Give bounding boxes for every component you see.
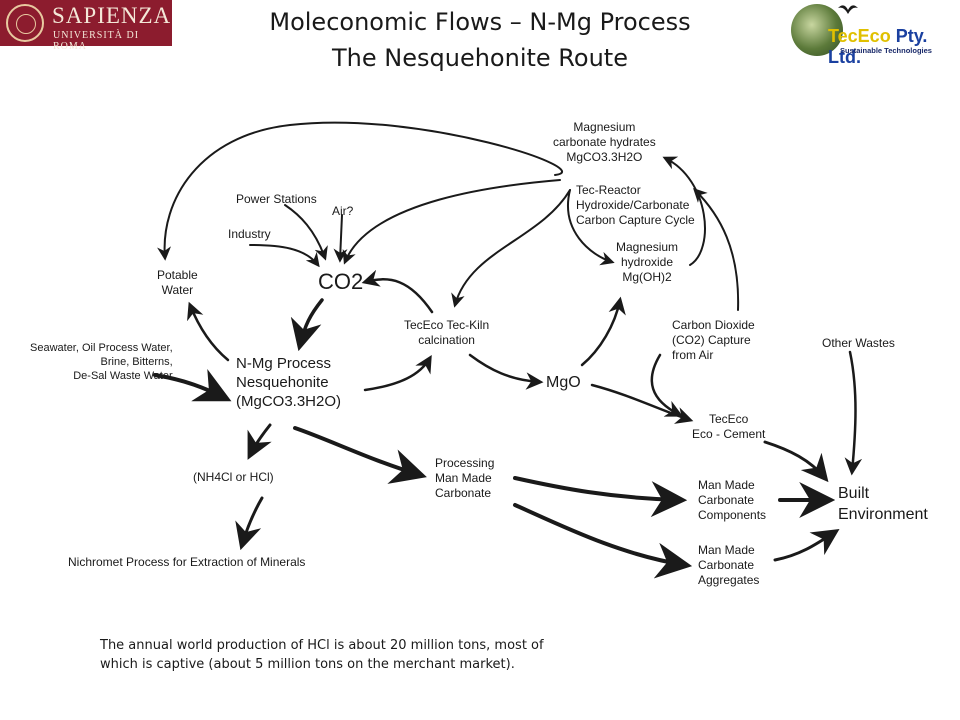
node-label: hydroxide	[621, 255, 674, 269]
node-label: Man Made	[435, 471, 492, 485]
arrow-nmg-to-processing	[293, 426, 427, 484]
node-label: Brine, Bitterns,	[100, 355, 173, 368]
node-label: Water	[161, 283, 194, 297]
node-label: TecEco Tec-Kiln	[404, 318, 490, 332]
arrow-processing-to-aggregates	[513, 503, 693, 579]
node-label: calcination	[418, 333, 475, 347]
node-eco-cement: TecEco Eco - Cement	[692, 412, 765, 442]
node-label: Carbonate	[698, 493, 755, 507]
sapienza-logo-name: SAPIENZA	[52, 3, 172, 28]
arrow-mgo-to-cement	[590, 383, 694, 424]
node-label: Magnesium	[616, 240, 679, 254]
node-tec-kiln: TecEco Tec-Kiln calcination	[404, 318, 489, 348]
node-nmg-process: N-Mg Process Nesquehonite (MgCO3.3H2O)	[236, 355, 341, 411]
arrow-mgo-to-hydroxide	[580, 296, 626, 367]
bird-icon	[838, 5, 858, 14]
node-label: Eco - Cement	[692, 427, 766, 441]
node-label: Carbonate	[698, 558, 755, 572]
node-co2-capture: Carbon Dioxide (CO2) Capture from Air	[672, 318, 755, 363]
node-label: Environment	[838, 505, 928, 523]
node-label: Potable	[157, 268, 198, 282]
node-label: Tec-Reactor	[576, 183, 641, 197]
arrow-nh4cl-to-nichromet	[235, 496, 264, 551]
arrow-reactor-to-hydroxide	[567, 189, 615, 266]
node-nh4cl-hcl: (NH4Cl or HCl)	[193, 470, 274, 484]
node-processing: Processing Man Made Carbonate	[435, 456, 494, 501]
node-co2: CO2	[318, 269, 364, 294]
node-carbonate-components: Man Made Carbonate Components	[698, 478, 766, 523]
node-label: Aggregates	[698, 573, 760, 587]
sapienza-logo: SAPIENZA UNIVERSITÀ DI ROMA	[0, 0, 172, 52]
tececo-logo-subtitle: Sustainable Technologies	[840, 46, 932, 55]
node-label: Mg(OH)2	[622, 270, 672, 284]
node-carbonate-aggregates: Man Made Carbonate Aggregates	[698, 543, 759, 588]
arrow-wastes-to-built	[844, 350, 863, 476]
arrow-kiln-to-co2	[361, 269, 434, 314]
node-label: (CO2) Capture	[672, 333, 751, 347]
node-mg-hydroxide: Magnesium hydroxide Mg(OH)2	[616, 240, 678, 285]
arrow-industry-to-co2	[249, 244, 320, 268]
arrow-power-to-co2	[284, 204, 328, 261]
sapienza-seal-icon	[6, 4, 44, 42]
node-label: carbonate hydrates	[553, 135, 656, 149]
node-label: N-Mg Process	[236, 355, 332, 372]
node-label: Carbon Dioxide	[672, 318, 755, 332]
node-label: Man Made	[698, 543, 755, 557]
arrow-hydrates-to-kiln	[451, 189, 571, 308]
tececo-logo: TecEco Pty. Ltd. Sustainable Technologie…	[788, 0, 960, 82]
tececo-name-part1: TecEco	[828, 26, 891, 46]
node-mg-carbonate-hydrates: Magnesium carbonate hydrates MgCO3.3H2O	[553, 120, 656, 165]
node-label: Man Made	[698, 478, 755, 492]
arrow-seawater-to-nmg	[153, 369, 232, 402]
arrow-hydroxide-to-hydrates	[662, 156, 706, 266]
node-label: Seawater, Oil Process Water,	[30, 342, 173, 354]
node-label: Hydroxide/Carbonate	[576, 198, 690, 212]
node-mgo: MgO	[546, 374, 581, 391]
arrow-hydrates-to-potable	[157, 121, 564, 261]
tececo-logo-name: TecEco Pty. Ltd.	[828, 26, 960, 68]
sapienza-logo-subtitle: UNIVERSITÀ DI ROMA	[53, 30, 140, 52]
tececo-name-part2: Pty. Ltd.	[828, 26, 928, 67]
node-label: Carbon Capture Cycle	[576, 213, 695, 227]
globe-icon	[791, 4, 843, 56]
node-potable-water: Potable Water	[157, 268, 198, 298]
node-industry: Industry	[228, 227, 271, 241]
arrow-aggregates-to-built	[773, 529, 840, 562]
node-label: MgCO3.3H2O	[566, 150, 643, 164]
arrow-co2-to-nmg	[290, 298, 324, 352]
arrow-nmg-to-nh4cl	[247, 423, 272, 460]
node-label: De-Sal Waste Water	[73, 369, 173, 382]
node-air: Air?	[332, 204, 354, 218]
node-label: from Air	[672, 348, 714, 362]
node-nichromet-process: Nichromet Process for Extraction of Mine…	[68, 555, 306, 569]
node-seawater: Seawater, Oil Process Water, Brine, Bitt…	[30, 342, 173, 383]
arrow-nmg-to-potable	[187, 301, 230, 362]
page-title-line-1: Moleconomic Flows – N-Mg Process	[269, 8, 691, 36]
node-label: Processing	[435, 456, 495, 470]
node-label: Carbonate	[435, 486, 492, 500]
footnote: The annual world production of HCl is ab…	[100, 638, 544, 672]
node-other-wastes: Other Wastes	[822, 336, 895, 350]
arrow-kiln-to-mgo	[468, 353, 544, 390]
node-label: Components	[698, 508, 767, 522]
node-label: Built	[838, 485, 870, 502]
node-label: TecEco	[709, 412, 749, 426]
arrow-air-to-co2	[333, 214, 348, 263]
arrow-nmg-to-kiln	[363, 354, 432, 392]
node-label: Nesquehonite	[236, 373, 329, 391]
node-label: (MgCO3.3H2O)	[236, 392, 342, 410]
arrow-hydrates-to-co2	[342, 179, 561, 265]
page-title-line-2: The Nesquehonite Route	[332, 44, 628, 72]
node-label: Magnesium	[573, 120, 636, 134]
node-built-environment: Built Environment	[838, 484, 928, 526]
arrow-processing-to-components	[513, 476, 688, 518]
arrow-cement-to-built	[763, 440, 829, 483]
node-tec-reactor: Tec-Reactor Hydroxide/Carbonate Carbon C…	[576, 183, 695, 228]
node-power-stations: Power Stations	[236, 192, 317, 206]
arrow-capture-to-cement	[650, 353, 684, 417]
arrow-capture-to-hydrates	[693, 188, 740, 311]
